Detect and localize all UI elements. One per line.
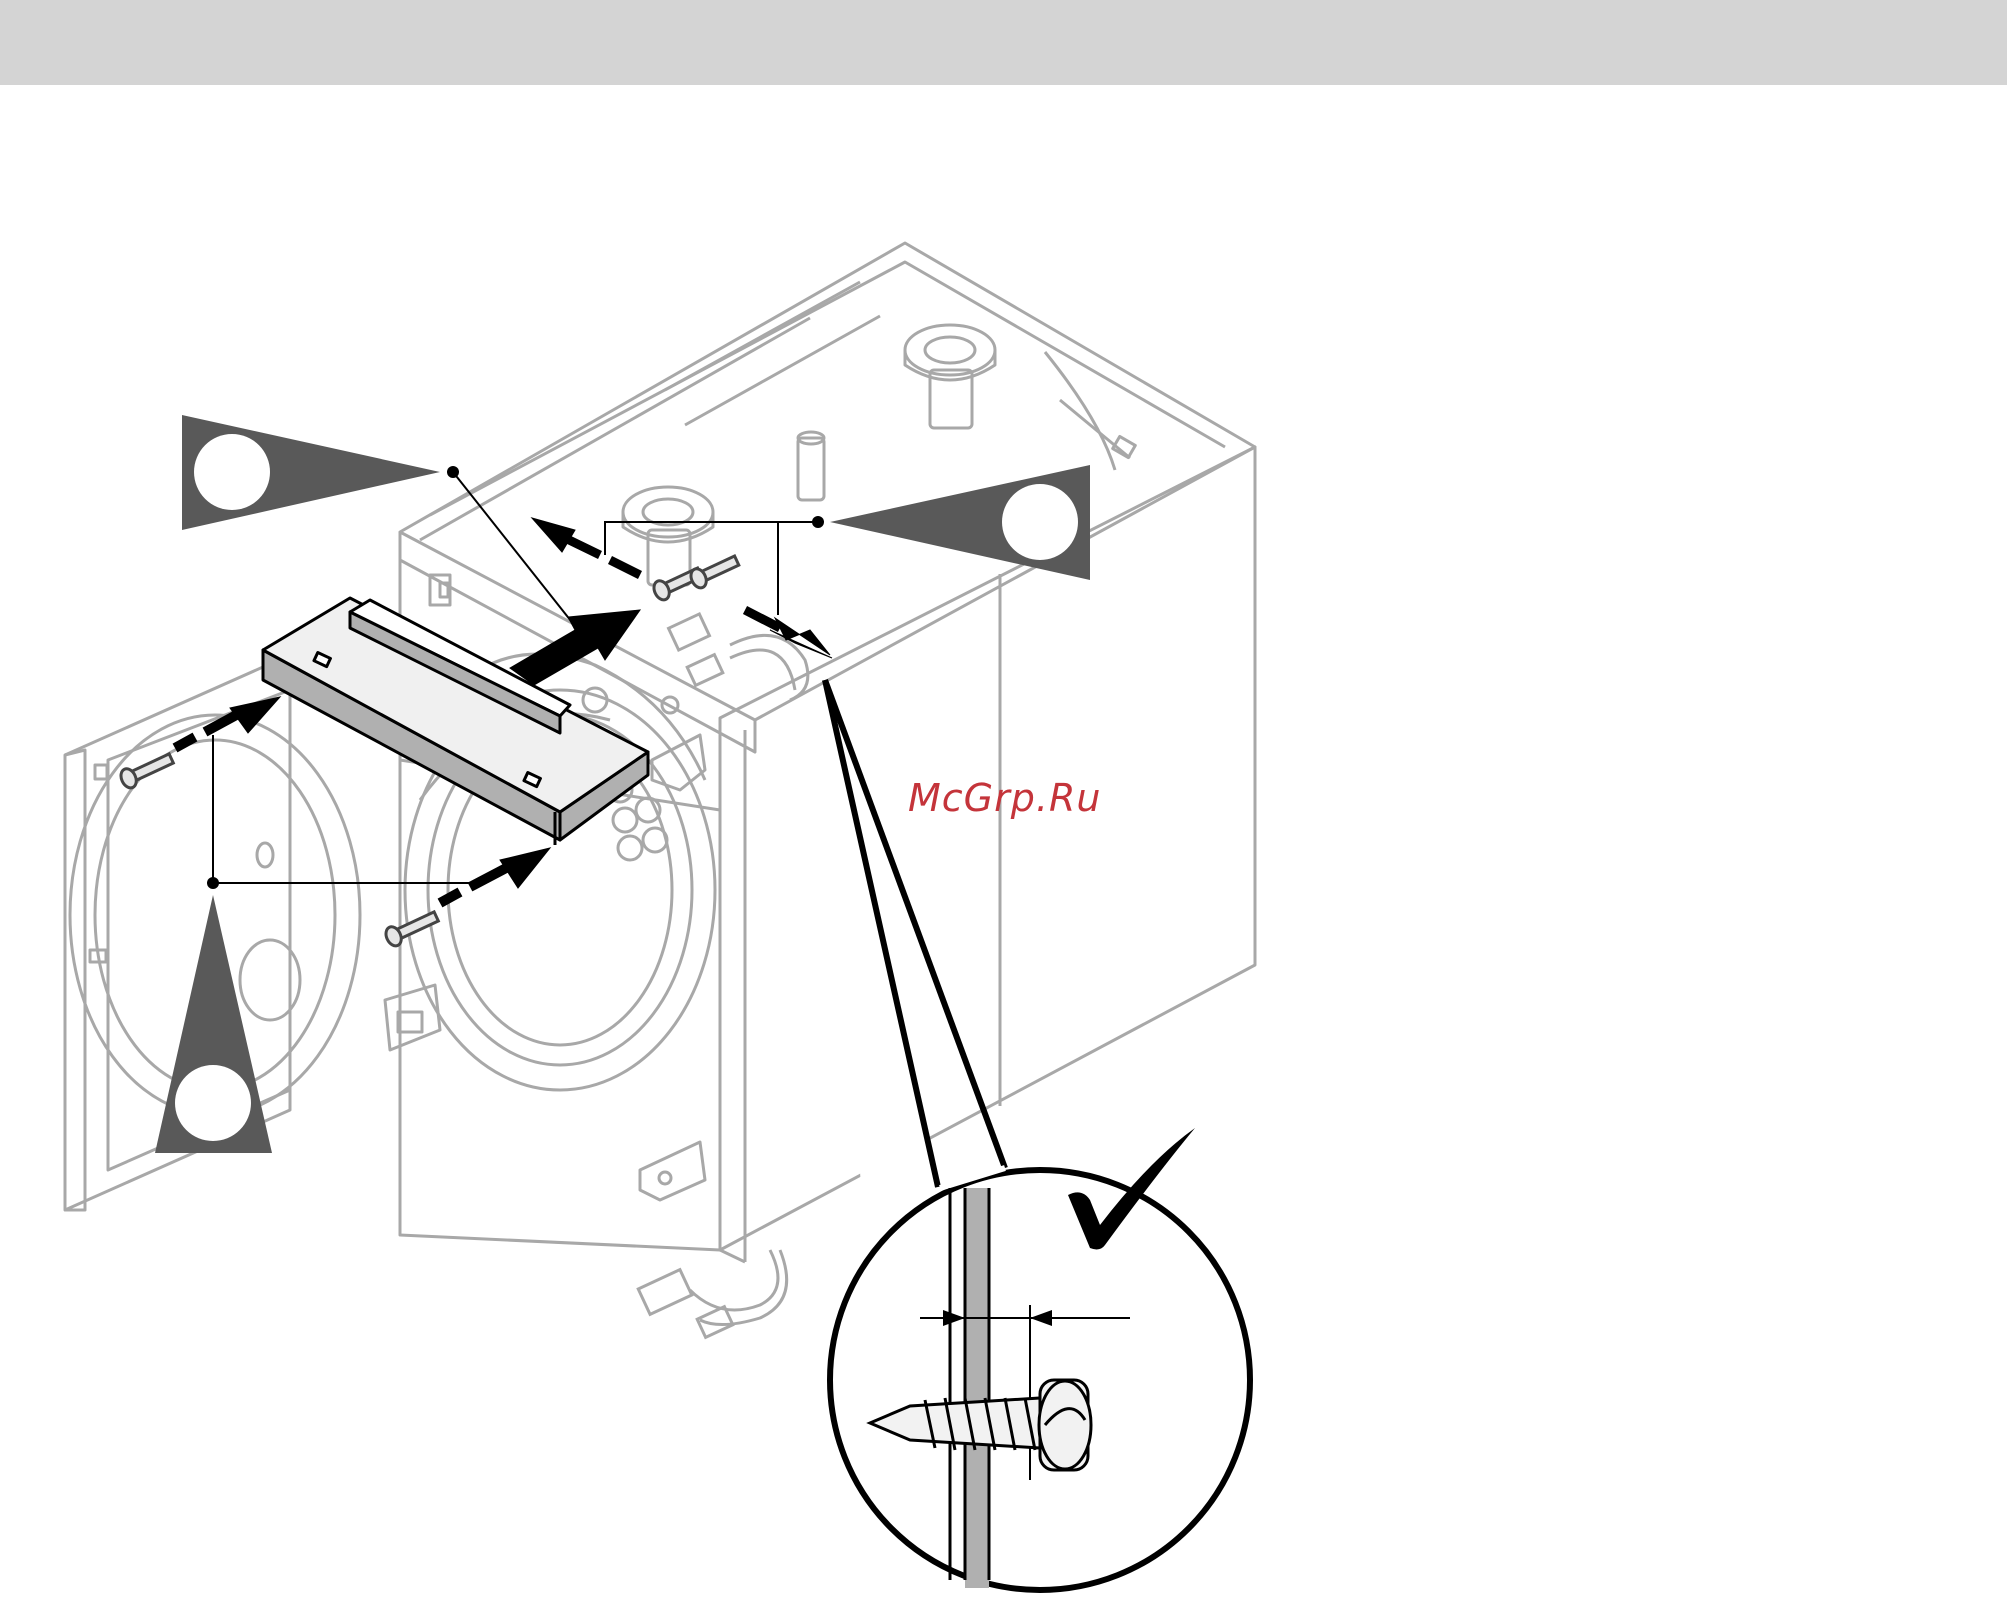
watermark-text: McGrp.Ru <box>908 776 1101 820</box>
callout-marker-1 <box>182 415 440 530</box>
cables <box>638 614 808 1337</box>
callout-marker-2 <box>830 465 1090 580</box>
arrow-left-bottom <box>440 848 550 903</box>
callout-marker-3 <box>155 895 272 1153</box>
